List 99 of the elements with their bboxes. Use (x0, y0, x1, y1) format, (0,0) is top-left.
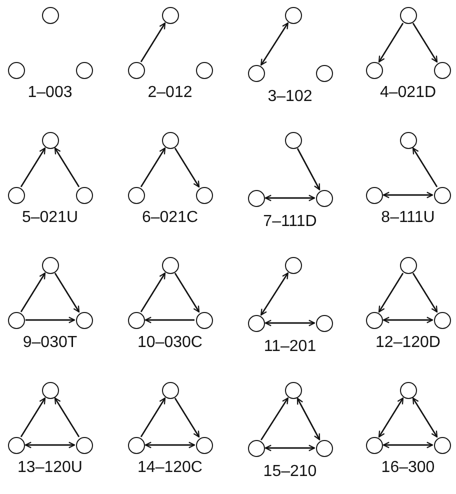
triad-label: 4–021D (380, 84, 436, 102)
circle-node (284, 382, 302, 398)
circle-node (162, 256, 178, 274)
circle-node (196, 186, 212, 204)
circle-node (434, 436, 450, 454)
circle-node (400, 256, 416, 274)
circle-node (434, 62, 450, 78)
triad-label: 7–111D (263, 213, 317, 231)
circle-node (162, 6, 178, 24)
circle-node (248, 314, 264, 332)
circle-node (42, 256, 58, 274)
circle-node (42, 382, 58, 398)
circle-node (284, 6, 302, 24)
triad-label: 13–120U (18, 459, 82, 477)
arrow (378, 398, 404, 438)
circle-node (366, 186, 382, 204)
arrow (264, 444, 316, 452)
arrow (174, 272, 200, 312)
triad-label: 16–300 (381, 459, 435, 477)
arrow (412, 22, 438, 62)
arrow (412, 398, 438, 438)
circle-node (434, 312, 450, 328)
circle-node (248, 64, 264, 82)
arrow (140, 22, 166, 62)
arrow (378, 22, 404, 62)
circle-node (8, 436, 24, 454)
arrow (140, 398, 166, 438)
triad-label: 1–003 (28, 84, 72, 102)
circle-node (8, 312, 24, 328)
arrow (144, 316, 194, 324)
circle-node (316, 440, 332, 456)
circle-node (366, 312, 382, 328)
circle-node (128, 436, 144, 454)
circle-node (284, 132, 302, 148)
circle-node (162, 382, 178, 398)
arrow (144, 442, 196, 448)
triad-label: 11–201 (264, 338, 316, 356)
triad-label: 5–021U (22, 209, 78, 227)
triad-label: 9–030T (22, 334, 78, 352)
circle-node (316, 314, 332, 332)
arrow (412, 148, 438, 188)
circle-node (316, 64, 332, 82)
circle-node (76, 436, 92, 454)
arrow (54, 148, 80, 188)
arrow (382, 316, 434, 324)
arrow (260, 272, 288, 316)
circle-node (162, 132, 178, 148)
circle-node (76, 312, 92, 328)
circle-node (316, 190, 332, 206)
arrow (412, 272, 438, 312)
circle-node (8, 62, 24, 78)
circle-node (248, 190, 264, 206)
triad-label: 6–021C (142, 209, 198, 227)
arrow (54, 272, 80, 312)
circle-node (42, 132, 58, 148)
triad-label: 2–012 (148, 84, 192, 102)
arrow (296, 148, 320, 190)
circle-node (8, 186, 24, 204)
arrow (20, 272, 46, 312)
circle-node (42, 6, 58, 24)
circle-node (400, 6, 416, 24)
circle-node (76, 62, 92, 78)
triad-label: 15–210 (263, 463, 317, 481)
circle-node (128, 62, 144, 78)
circle-node (366, 436, 382, 454)
arrow (26, 316, 76, 324)
arrow (140, 148, 166, 188)
circle-node (196, 62, 212, 78)
arrow (24, 442, 76, 448)
circle-node (248, 440, 264, 456)
arrow (264, 194, 316, 202)
circle-node (128, 312, 144, 328)
triad-label: 14–120C (138, 459, 202, 477)
circle-node (400, 132, 416, 148)
circle-node (128, 186, 144, 204)
triad-label: 3–102 (268, 88, 312, 106)
circle-node (284, 256, 302, 274)
triad-label: 8–111U (381, 209, 435, 227)
arrow (20, 148, 46, 188)
triad-label: 12–120D (376, 334, 440, 352)
arrow (378, 272, 404, 312)
triad-label: 10–030C (138, 334, 202, 352)
arrow (54, 398, 80, 438)
arrow (140, 272, 166, 312)
circle-node (196, 312, 212, 328)
arrow (174, 148, 200, 188)
circle-node (400, 382, 416, 398)
circle-node (434, 186, 450, 204)
arrow (382, 442, 434, 448)
arrow (264, 320, 316, 326)
arrow (260, 22, 288, 66)
circle-node (76, 186, 92, 204)
arrow (382, 192, 434, 198)
circle-node (366, 62, 382, 78)
arrow (20, 398, 46, 438)
arrow (260, 397, 288, 440)
circle-node (196, 436, 212, 454)
arrow (296, 398, 320, 440)
arrow (174, 398, 200, 438)
